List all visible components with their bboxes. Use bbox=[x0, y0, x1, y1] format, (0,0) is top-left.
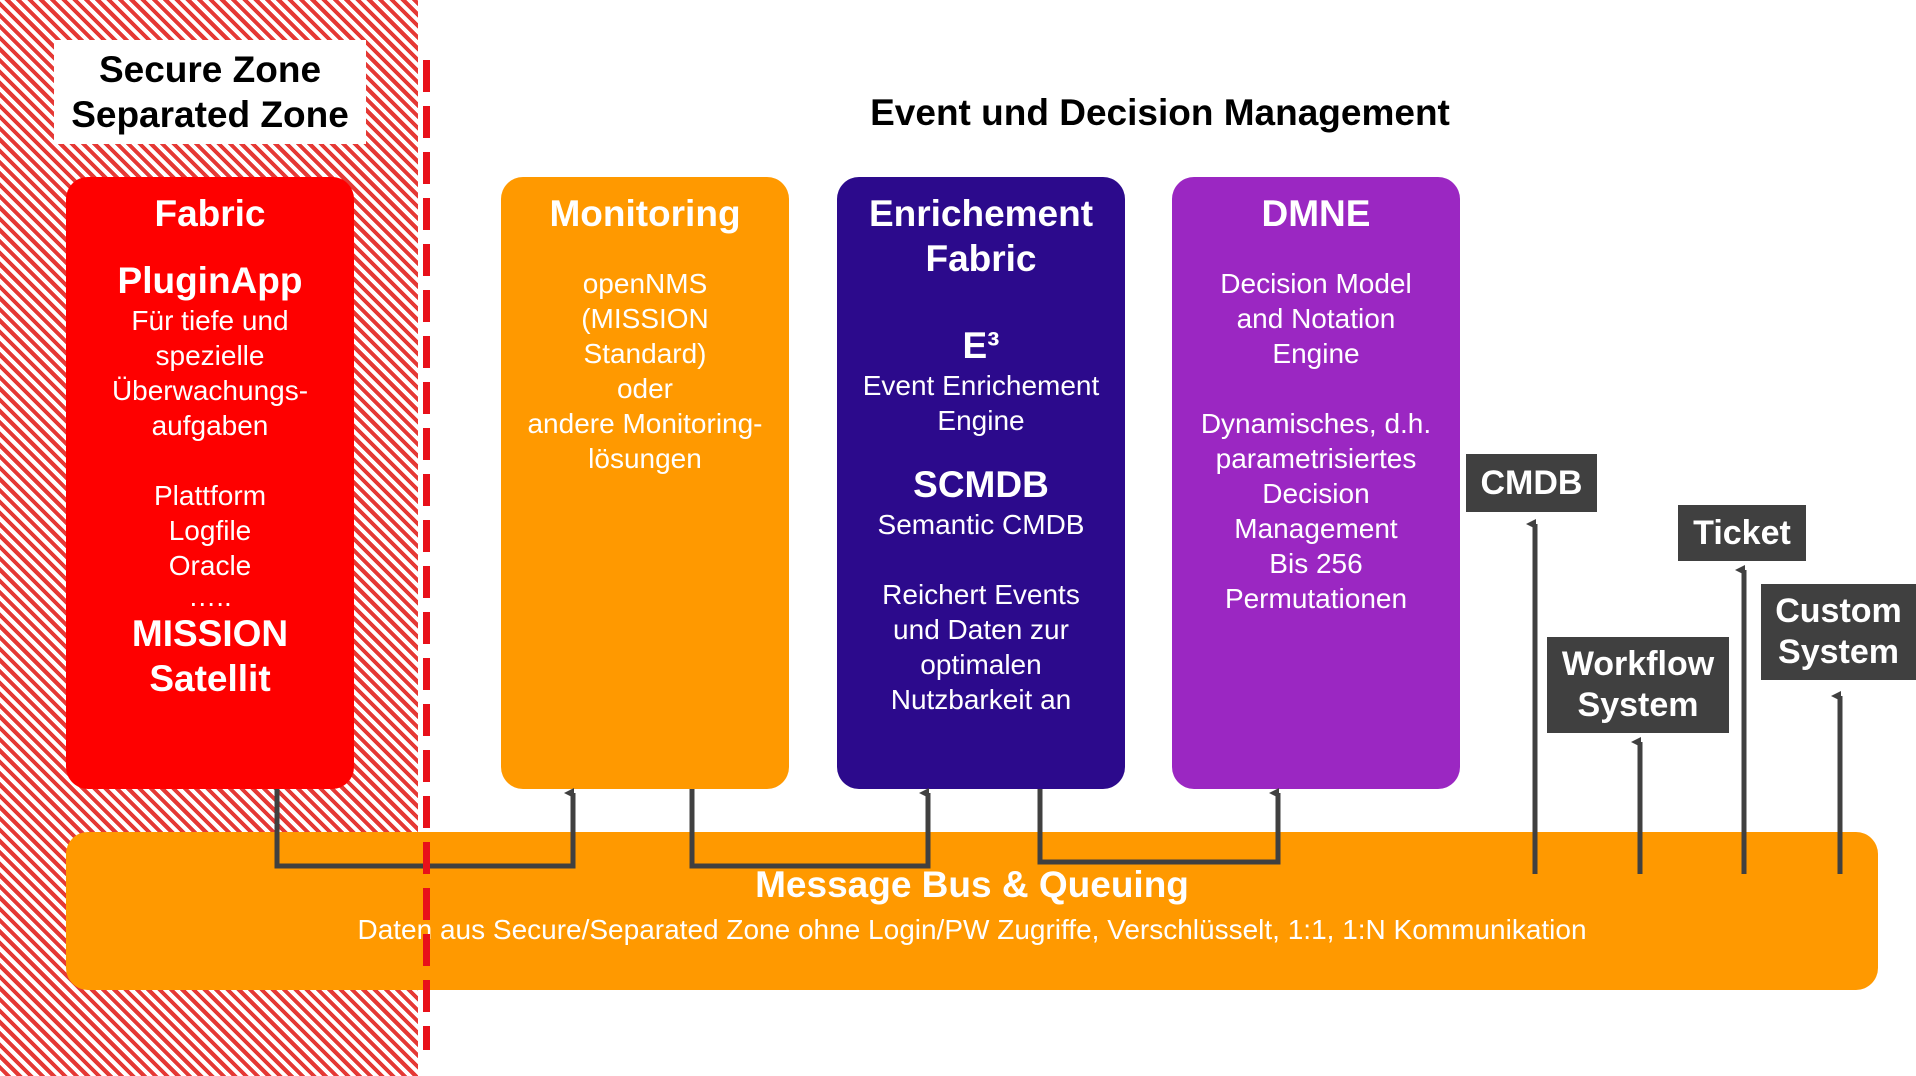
dmne-line: Dynamisches, d.h. bbox=[1200, 408, 1432, 439]
monitoring-line: openNMS bbox=[582, 268, 708, 299]
custom-label-line: System bbox=[1778, 633, 1899, 671]
plugin-app-line: Für tiefe und bbox=[131, 305, 289, 336]
mission-satellit-line: MISSION bbox=[131, 613, 289, 654]
cmdb-label: CMDB bbox=[1480, 463, 1583, 502]
dmne-title: DMNE bbox=[1261, 193, 1371, 234]
fabric-box: Fabric PluginApp Für tiefe und spezielle… bbox=[66, 177, 354, 789]
workflow-label-line: Workflow bbox=[1561, 645, 1715, 683]
ticket-system-box: Ticket bbox=[1678, 505, 1806, 561]
enrichment-desc-line: Nutzbarkeit an bbox=[890, 684, 1072, 715]
workflow-label-line: System bbox=[1577, 686, 1699, 724]
fabric-item: Oracle bbox=[168, 550, 252, 581]
dmne-line: Decision Model bbox=[1220, 268, 1412, 299]
enrichment-title-line: Enrichement bbox=[868, 193, 1094, 234]
plugin-app-title: PluginApp bbox=[117, 260, 303, 301]
e3-line: Engine bbox=[937, 405, 1025, 436]
dmne-line: Management bbox=[1234, 513, 1398, 544]
monitoring-line: Standard) bbox=[583, 338, 707, 369]
plugin-app-line: Überwachungs- bbox=[111, 375, 309, 406]
enrichment-fabric-box: Enrichement Fabric E³ Event Enrichement … bbox=[837, 177, 1125, 789]
dmne-line: Permutationen bbox=[1224, 583, 1408, 614]
fabric-item: ….. bbox=[188, 581, 232, 612]
ticket-label: Ticket bbox=[1693, 513, 1791, 552]
custom-system-box: Custom System bbox=[1761, 584, 1916, 680]
monitoring-title: Monitoring bbox=[549, 193, 741, 234]
cmdb-system-box: CMDB bbox=[1466, 454, 1597, 512]
enrichment-desc-line: und Daten zur bbox=[893, 614, 1069, 645]
zone-label-line1: Secure Zone bbox=[98, 49, 322, 90]
e3-line: Event Enrichement bbox=[862, 370, 1100, 401]
fabric-item: Plattform bbox=[153, 480, 267, 511]
enrichment-desc-line: Reichert Events bbox=[882, 579, 1080, 610]
monitoring-line: oder bbox=[616, 373, 674, 404]
monitoring-box: Monitoring openNMS (MISSION Standard) od… bbox=[501, 177, 789, 789]
enrichment-title-line: Fabric bbox=[925, 238, 1037, 279]
monitoring-line: lösungen bbox=[588, 443, 702, 474]
dmne-line: Decision bbox=[1262, 478, 1370, 509]
scmdb-subtitle: Semantic CMDB bbox=[877, 509, 1085, 540]
monitoring-line: andere Monitoring- bbox=[527, 408, 763, 439]
secure-zone-label: Secure Zone Separated Zone bbox=[54, 40, 366, 144]
e3-title: E³ bbox=[962, 325, 1000, 366]
message-bus: Message Bus & Queuing Daten aus Secure/S… bbox=[66, 832, 1878, 990]
dmne-line: parametrisiertes bbox=[1215, 443, 1417, 474]
zone-label-line2: Separated Zone bbox=[71, 94, 349, 135]
scmdb-title: SCMDB bbox=[913, 464, 1049, 505]
custom-label-line: Custom bbox=[1775, 592, 1902, 630]
fabric-item: Logfile bbox=[168, 515, 252, 546]
zone-boundary-dashed-line bbox=[423, 60, 430, 1050]
mission-satellit-line: Satellit bbox=[149, 658, 271, 699]
dmne-line: Engine bbox=[1272, 338, 1360, 369]
workflow-system-box: Workflow System bbox=[1547, 637, 1729, 733]
dmne-line: Bis 256 bbox=[1269, 548, 1363, 579]
enrichment-desc-line: optimalen bbox=[920, 649, 1042, 680]
message-bus-title: Message Bus & Queuing bbox=[755, 864, 1189, 905]
monitoring-line: (MISSION bbox=[581, 303, 709, 334]
dmne-box: DMNE Decision Model and Notation Engine … bbox=[1172, 177, 1460, 789]
message-bus-subtitle: Daten aus Secure/Separated Zone ohne Log… bbox=[357, 914, 1587, 945]
plugin-app-line: spezielle bbox=[155, 340, 265, 371]
dmne-line: and Notation bbox=[1236, 303, 1396, 334]
main-title: Event und Decision Management bbox=[870, 92, 1450, 133]
fabric-title: Fabric bbox=[154, 193, 266, 234]
plugin-app-line: aufgaben bbox=[151, 410, 269, 441]
